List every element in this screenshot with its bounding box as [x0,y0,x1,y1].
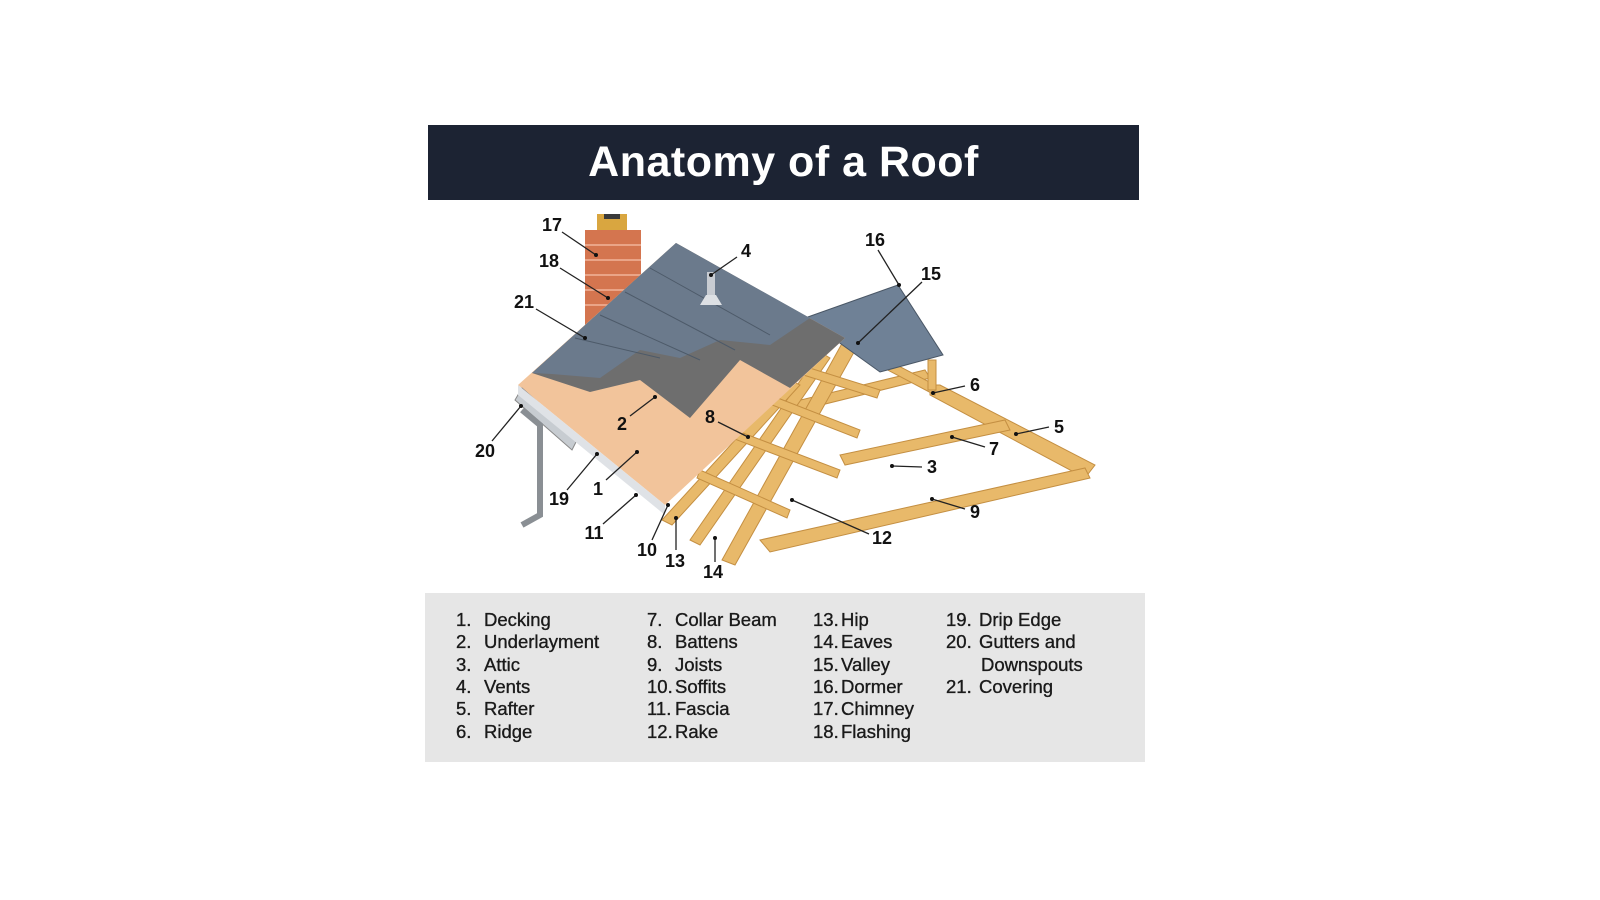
legend-number: 8. [647,631,663,652]
legend-label: Fascia [675,698,730,719]
legend-label: Rafter [484,698,535,719]
legend-label: Joists [675,654,723,675]
callout-3: 3 [927,457,937,477]
legend-label: Downspouts [981,654,1083,675]
legend-label: Drip Edge [979,609,1062,630]
title-banner: Anatomy of a Roof [428,125,1139,200]
downspout [520,407,543,528]
legend-label: Soffits [675,676,727,697]
legend-label: Rake [675,721,719,742]
roof-vent [707,272,715,300]
callout-9: 9 [970,502,980,522]
leader-dots [519,253,1018,540]
callout-11: 11 [584,523,603,543]
legend-number: 16. [813,676,839,697]
legend-number: 10. [647,676,673,697]
legend-number: 7. [647,609,663,630]
callout-1: 1 [593,479,603,499]
callout-15: 15 [921,264,941,284]
rafter [929,384,1096,479]
callout-17: 17 [542,215,562,235]
legend-label: Flashing [841,721,911,742]
legend-label: Collar Beam [675,609,777,630]
legend-number: 17. [813,698,839,719]
legend-number: 15. [813,654,839,675]
legend-label: Battens [675,631,738,652]
legend-panel: 1. Decking 2. Underlayment 3. Attic 4. Vents… [425,593,1145,762]
roof-framing [661,336,1096,566]
legend-number: 14. [813,631,839,652]
legend-number: 21. [946,676,972,697]
legend-number: 18. [813,721,839,742]
legend-label: Attic [484,654,520,675]
fascia [518,385,665,515]
callout-2: 2 [617,414,627,434]
callout-13: 13 [665,551,685,571]
callout-14: 14 [703,562,723,582]
callout-18: 18 [539,251,559,271]
legend-number: 13. [813,609,839,630]
leader-lines [491,231,1050,562]
legend-number: 12. [647,721,673,742]
legend-label: Underlayment [484,631,600,652]
legend-label: Vents [484,676,531,697]
legend-number: 3. [456,654,472,675]
legend-label: Hip [841,609,869,630]
legend-number: 6. [456,721,472,742]
legend-number: 5. [456,698,472,719]
callout-19: 19 [549,489,569,509]
vent-base [700,295,722,305]
legend-label: Decking [484,609,551,630]
legend-number: 11. [647,698,672,719]
legend-label: Valley [841,654,891,675]
dormer-post [927,359,937,391]
collar-beam [839,419,1011,466]
callout-4: 4 [741,241,751,261]
callout-12: 12 [872,528,892,548]
legend-label: Chimney [841,698,914,719]
page-title: Anatomy of a Roof [588,138,979,186]
callout-6: 6 [970,375,980,395]
legend-label: Covering [979,676,1054,697]
legend-label: Eaves [841,631,893,652]
legend-label: Gutters and [979,631,1076,652]
callout-8: 8 [705,407,715,427]
legend-number: 1. [456,609,472,630]
legend-label: Ridge [484,721,533,742]
callout-20: 20 [475,441,495,461]
callout-21: 21 [514,292,534,312]
joist [759,467,1091,553]
batten [696,469,791,519]
legend-number: 4. [456,676,472,697]
legend-number: 19. [946,609,972,630]
callout-5: 5 [1054,417,1064,437]
callout-16: 16 [865,230,885,250]
legend-number: 9. [647,654,663,675]
callout-7: 7 [989,439,999,459]
callout-10: 10 [637,540,657,560]
legend-number: 20. [946,631,972,652]
legend-number: 2. [456,631,472,652]
legend-label: Dormer [841,676,903,697]
